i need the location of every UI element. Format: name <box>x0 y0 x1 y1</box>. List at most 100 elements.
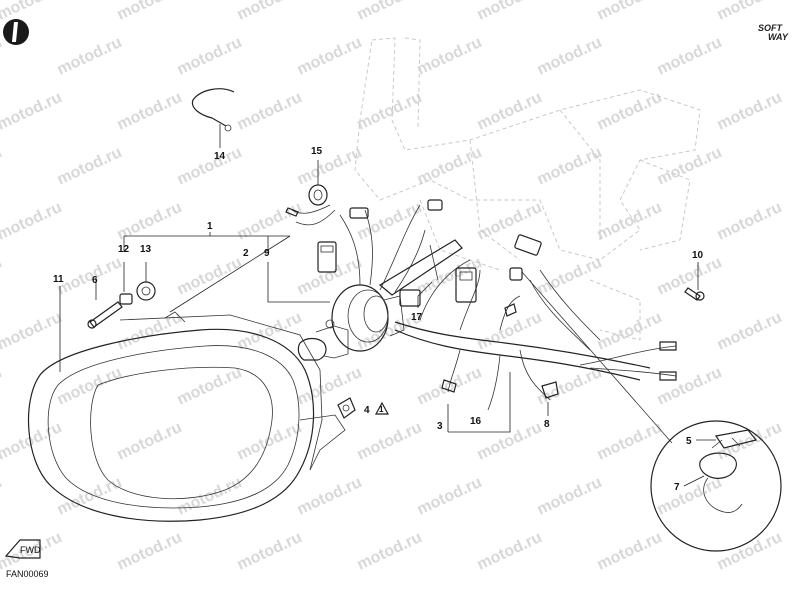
watermark-text: motod.ru <box>475 529 545 574</box>
screw-part-10 <box>684 287 705 301</box>
watermark-text: motod.ru <box>355 529 425 574</box>
screw-set <box>87 281 156 329</box>
watermark-text: motod.ru <box>655 144 725 189</box>
drawing-code: FAN00069 <box>6 569 49 579</box>
watermark-text: motod.ru <box>355 0 425 24</box>
callout-13: 13 <box>140 244 152 255</box>
watermark-text: motod.ru <box>415 34 485 79</box>
watermark-text: motod.ru <box>655 34 725 79</box>
watermark-text: motod.ru <box>115 529 185 574</box>
watermark-text: motod.ru <box>235 529 305 574</box>
watermark-text: motod.ru <box>175 34 245 79</box>
watermark-text: motod.ru <box>235 89 305 134</box>
watermark-text: motod.ru <box>595 529 665 574</box>
note-marker-label: 1 <box>379 405 384 414</box>
watermark-text: motod.ru <box>235 0 305 24</box>
grommet-part-15 <box>308 184 328 206</box>
watermark-text: motod.ru <box>535 254 605 299</box>
watermark-text: motod.ru <box>175 364 245 409</box>
watermark-text: motod.ru <box>0 34 5 79</box>
watermark-text: motod.ru <box>535 364 605 409</box>
callout-4: 4 <box>364 405 370 416</box>
watermark-text: motod.ru <box>0 364 5 409</box>
callout-14: 14 <box>214 151 226 162</box>
callout-15: 15 <box>311 146 323 157</box>
watermark-text: motod.ru <box>0 0 65 24</box>
watermark-layer: motod.ru motod.ru motod.ru motod.ru motod.ru… <box>0 0 785 574</box>
clip-part-14 <box>191 88 235 132</box>
callout-9: 9 <box>264 248 270 259</box>
watermark-text: motod.ru <box>0 254 5 299</box>
watermark-text: motod.ru <box>415 474 485 519</box>
watermark-text: motod.ru <box>655 254 725 299</box>
watermark-text: motod.ru <box>595 0 665 24</box>
watermark-text: motod.ru <box>0 309 65 354</box>
watermark-text: motod.ru <box>535 474 605 519</box>
watermark-text: motod.ru <box>295 34 365 79</box>
watermark-text: motod.ru <box>0 474 5 519</box>
callout-10: 10 <box>692 250 704 261</box>
watermark-text: motod.ru <box>655 474 725 519</box>
watermark-text: motod.ru <box>475 419 545 464</box>
watermark-text: motod.ru <box>55 254 125 299</box>
bulb-socket <box>297 319 349 361</box>
watermark-text: motod.ru <box>235 419 305 464</box>
note-marker-icon: 1 <box>374 401 390 415</box>
softway-brand: SOFT WAY <box>758 23 789 42</box>
watermark-text: motod.ru <box>355 419 425 464</box>
watermark-text: motod.ru <box>115 89 185 134</box>
clip-part-8 <box>541 381 559 399</box>
watermark-text: motod.ru <box>175 254 245 299</box>
watermark-text: motod.ru <box>115 419 185 464</box>
watermark-text: motod.ru <box>175 474 245 519</box>
watermark-text: motod.ru <box>535 34 605 79</box>
watermark-text: motod.ru <box>175 144 245 189</box>
connector-blocks <box>285 199 677 393</box>
watermark-text: motod.ru <box>595 89 665 134</box>
callout-3: 3 <box>437 421 443 432</box>
callout-12: 12 <box>118 244 130 255</box>
watermark-text: motod.ru <box>295 144 365 189</box>
watermark-text: motod.ru <box>0 419 65 464</box>
watermark-text: motod.ru <box>535 144 605 189</box>
watermark-text: motod.ru <box>0 144 5 189</box>
brand-logo-icon <box>3 19 29 45</box>
callout-11: 11 <box>53 274 64 285</box>
brand-line1: SOFT <box>758 23 784 33</box>
watermark-text: motod.ru <box>415 254 485 299</box>
watermark-text: motod.ru <box>715 199 785 244</box>
detail-circle <box>650 420 782 552</box>
watermark-text: motod.ru <box>115 199 185 244</box>
watermark-text: motod.ru <box>55 34 125 79</box>
callout-5: 5 <box>686 436 692 447</box>
rubber-boot <box>331 284 405 352</box>
watermark-text: motod.ru <box>115 309 185 354</box>
watermark-text: motod.ru <box>475 0 545 24</box>
wiring-harness <box>291 204 677 444</box>
mount-bar <box>378 239 463 296</box>
watermark-text: motod.ru <box>595 199 665 244</box>
callout-labels: 1 2 3 4 5 6 7 8 9 10 11 12 13 14 15 16 1… <box>53 146 704 493</box>
callout-16: 16 <box>470 416 482 427</box>
frame-ghost-outline <box>354 37 701 341</box>
connector-part-4 <box>337 397 356 419</box>
watermark-text: motod.ru <box>475 199 545 244</box>
watermark-text: motod.ru <box>55 364 125 409</box>
watermark-text: motod.ru <box>655 364 725 409</box>
watermark-text: motod.ru <box>295 474 365 519</box>
fwd-label: FWD <box>20 545 41 555</box>
fwd-arrow-icon: FWD <box>4 539 41 559</box>
callout-8: 8 <box>544 419 550 430</box>
callout-7: 7 <box>674 482 680 493</box>
watermark-text: motod.ru <box>715 0 785 24</box>
watermark-text: motod.ru <box>415 144 485 189</box>
watermark-text: motod.ru <box>0 199 65 244</box>
leader-lines <box>59 124 716 487</box>
watermark-text: motod.ru <box>715 309 785 354</box>
callout-6: 6 <box>92 275 98 286</box>
watermark-text: motod.ru <box>0 89 65 134</box>
watermark-text: motod.ru <box>715 529 785 574</box>
watermark-text: motod.ru <box>115 0 185 24</box>
watermark-text: motod.ru <box>595 419 665 464</box>
